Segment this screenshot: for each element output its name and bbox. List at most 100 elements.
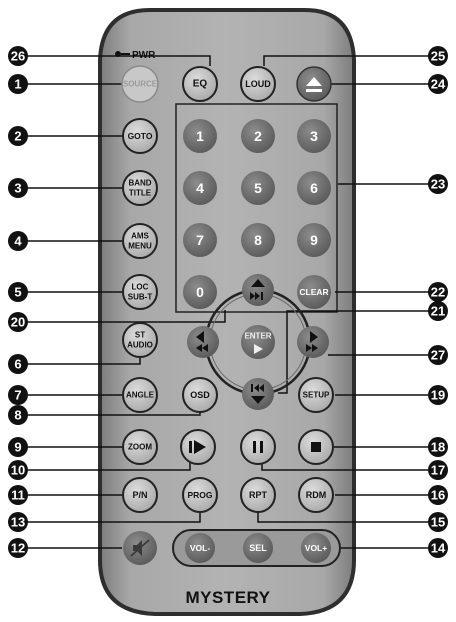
svg-text:SUB-T: SUB-T [128, 293, 153, 302]
callout-18: 18 [428, 437, 448, 457]
svg-text:20: 20 [11, 315, 25, 330]
svg-text:RDM: RDM [306, 490, 327, 500]
callout-5: 5 [8, 282, 28, 302]
svg-text:4: 4 [14, 234, 22, 249]
digit-button-3[interactable]: 3 [297, 119, 331, 153]
callout-22: 22 [428, 282, 448, 302]
st-audio-button[interactable]: ST AUDIO [123, 323, 157, 357]
digit-button-0[interactable]: 0 [183, 275, 217, 309]
digit-button-7[interactable]: 7 [183, 223, 217, 257]
svg-text:12: 12 [11, 541, 25, 556]
left-rewind-button[interactable] [187, 326, 219, 358]
callout-23: 23 [428, 174, 448, 194]
callout-16: 16 [428, 485, 448, 505]
callout-27: 27 [428, 345, 448, 365]
loc-subt-button[interactable]: LOC SUB-T [123, 275, 157, 309]
source-button[interactable]: SOURCE [122, 66, 158, 102]
callout-1: 1 [8, 74, 28, 94]
svg-text:4: 4 [196, 180, 204, 196]
brand-logo: MYSTERY [185, 588, 270, 607]
goto-button[interactable]: GOTO [123, 119, 157, 153]
eject-button[interactable] [297, 67, 331, 101]
svg-text:2: 2 [14, 129, 21, 144]
svg-text:LOUD: LOUD [245, 79, 271, 89]
enter-button[interactable]: ENTER [241, 325, 275, 359]
rdm-button[interactable]: RDM [299, 478, 333, 512]
svg-text:6: 6 [310, 180, 318, 196]
callout-14: 14 [428, 538, 448, 558]
step-play-button[interactable] [181, 430, 215, 464]
svg-text:ST: ST [135, 331, 145, 340]
vol-plus-button[interactable]: VOL+ [301, 533, 331, 563]
svg-text:11: 11 [11, 488, 25, 503]
down-previous-button[interactable] [242, 378, 274, 410]
svg-text:8: 8 [14, 408, 21, 423]
digit-button-4[interactable]: 4 [183, 171, 217, 205]
callout-15: 15 [428, 512, 448, 532]
osd-button[interactable]: OSD [183, 378, 217, 412]
svg-text:15: 15 [431, 515, 445, 530]
band-title-button[interactable]: BAND TITLE [123, 171, 157, 205]
callout-7: 7 [8, 385, 28, 405]
right-forward-button[interactable] [297, 326, 329, 358]
svg-text:6: 6 [14, 357, 21, 372]
loud-button[interactable]: LOUD [241, 67, 275, 101]
callout-19: 19 [428, 385, 448, 405]
up-next-button[interactable] [242, 274, 274, 306]
svg-text:CLEAR: CLEAR [299, 287, 328, 297]
digit-button-9[interactable]: 9 [297, 223, 331, 257]
svg-text:5: 5 [254, 180, 262, 196]
svg-text:21: 21 [431, 304, 445, 319]
rpt-button[interactable]: RPT [241, 478, 275, 512]
callout-13: 13 [8, 512, 28, 532]
stop-button[interactable] [299, 430, 333, 464]
callout-24: 24 [428, 74, 448, 94]
setup-button[interactable]: SETUP [299, 378, 333, 412]
eq-button[interactable]: EQ [183, 67, 217, 101]
svg-text:P/N: P/N [132, 490, 147, 500]
svg-text:PROG: PROG [187, 490, 212, 500]
svg-text:OSD: OSD [190, 390, 210, 400]
svg-text:9: 9 [310, 232, 318, 248]
pause-button[interactable] [241, 430, 275, 464]
svg-text:VOL+: VOL+ [305, 543, 327, 553]
svg-text:AUDIO: AUDIO [127, 341, 153, 350]
mute-button[interactable] [123, 531, 157, 565]
ams-menu-button[interactable]: AMS MENU [123, 224, 157, 258]
svg-text:1: 1 [196, 128, 204, 144]
svg-text:18: 18 [431, 440, 445, 455]
svg-text:25: 25 [431, 49, 445, 64]
svg-text:2: 2 [254, 128, 262, 144]
digit-button-6[interactable]: 6 [297, 171, 331, 205]
clear-button[interactable]: CLEAR [297, 275, 331, 309]
svg-text:ENTER: ENTER [244, 332, 271, 341]
callout-17: 17 [428, 460, 448, 480]
digit-button-2[interactable]: 2 [241, 119, 275, 153]
svg-text:27: 27 [431, 348, 445, 363]
callout-20: 20 [8, 312, 28, 332]
zoom-button[interactable]: ZOOM [123, 430, 157, 464]
angle-button[interactable]: ANGLE [123, 378, 157, 412]
callout-8: 8 [8, 405, 28, 425]
vol-minus-button[interactable]: VOL- [185, 533, 215, 563]
svg-text:3: 3 [14, 181, 21, 196]
callout-11: 11 [8, 485, 28, 505]
digit-button-5[interactable]: 5 [241, 171, 275, 205]
sel-button[interactable]: SEL [243, 533, 273, 563]
svg-text:SOURCE: SOURCE [123, 80, 158, 89]
prog-button[interactable]: PROG [183, 478, 217, 512]
svg-text:VOL-: VOL- [190, 543, 210, 553]
pn-button[interactable]: P/N [123, 478, 157, 512]
digit-button-8[interactable]: 8 [241, 223, 275, 257]
svg-text:16: 16 [431, 488, 445, 503]
svg-text:TITLE: TITLE [129, 189, 152, 198]
digit-button-1[interactable]: 1 [183, 119, 217, 153]
svg-text:17: 17 [431, 463, 445, 478]
svg-text:19: 19 [431, 388, 445, 403]
svg-text:MENU: MENU [128, 242, 152, 251]
svg-text:BAND: BAND [128, 179, 151, 188]
callout-26: 26 [8, 46, 28, 66]
svg-text:ZOOM: ZOOM [128, 443, 152, 452]
callout-10: 10 [8, 460, 28, 480]
